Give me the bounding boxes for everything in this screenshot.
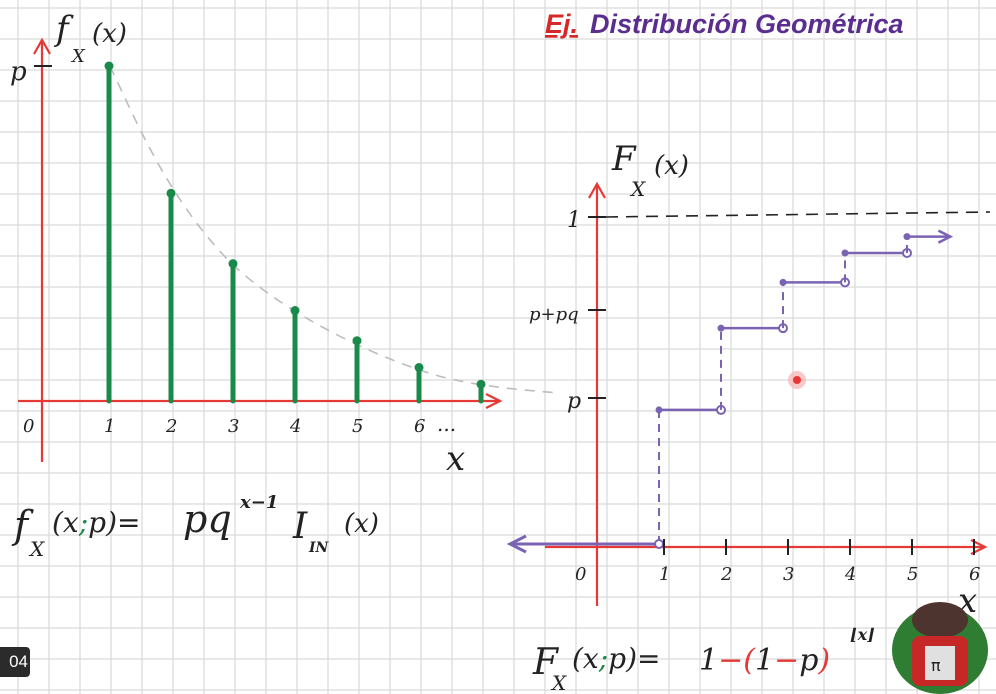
pmf-x-tick-label: 2 — [165, 416, 177, 437]
cdf-x-tick-label: 2 — [720, 564, 732, 585]
cdf-x-ticks: 0 1 2 3 4 5 6 — [575, 539, 980, 585]
pmf-y-arrow — [33, 37, 51, 55]
cdf-y-arrow — [588, 181, 606, 199]
pmf-formula-indicator-sub: IN — [308, 540, 330, 556]
cdf-x-tick-label: 6 — [969, 564, 980, 585]
pmf-formula-pq: pq — [183, 497, 232, 541]
cdf-y-tick-1: 1 — [567, 208, 581, 233]
pmf-formula-indicator: I — [292, 506, 308, 547]
university-crest-logo: π — [892, 602, 988, 694]
cdf-steps — [654, 229, 954, 549]
pmf-ellipsis: ... — [437, 412, 456, 436]
cdf-formula-rhs: 1−(1−p) — [699, 643, 830, 678]
cdf-formula-F: F — [532, 642, 560, 683]
cdf-y-label-sub: X — [629, 177, 646, 201]
pmf-formula-indicator-arg: (x) — [344, 509, 379, 539]
cdf-y-tick-p-pq: p+pq — [529, 304, 579, 325]
cdf-step-closed-point — [717, 324, 725, 332]
pmf-x-tick-label: 5 — [352, 416, 363, 437]
cdf-x-tick-label: 1 — [659, 564, 670, 585]
pointer-dot — [793, 376, 801, 384]
pmf-stem-head — [476, 379, 486, 389]
pmf-plot: p f X (x) 0 1 2 3 4 5 6 ... x — [10, 9, 561, 479]
cdf-x-tick-label: 5 — [907, 564, 918, 585]
pmf-x-tick-label: 0 — [23, 416, 34, 437]
cdf-x-tick-label: 4 — [844, 564, 856, 585]
cdf-step-closed-point — [841, 249, 849, 257]
cdf-formula-sub: X — [550, 671, 567, 694]
pmf-y-tick-p: p — [10, 57, 27, 87]
cdf-y-label-arg: (x) — [654, 151, 689, 181]
pmf-x-axis-label: x — [446, 439, 465, 479]
pmf-decay-curve — [109, 65, 561, 394]
pmf-x-tick-label: 4 — [289, 416, 301, 437]
video-timestamp: 04 — [0, 647, 30, 677]
cdf-right-arrow — [937, 229, 954, 244]
pmf-stems — [104, 61, 486, 404]
cdf-y-label: F — [611, 139, 637, 179]
cdf-x-tick-label: 0 — [575, 564, 586, 585]
cdf-x-tick-label: 3 — [783, 564, 794, 585]
cdf-formula: F X (x;p)= 1−(1−p) ⌊x⌋ — [532, 625, 875, 694]
pmf-stem-head — [414, 363, 424, 372]
title-prefix: Ej. — [545, 9, 578, 39]
cdf-step-closed-point — [779, 278, 787, 286]
pmf-x-arrow — [485, 393, 503, 409]
cdf-y-tick-p: p — [567, 389, 581, 414]
pmf-y-label-sub: X — [70, 46, 86, 67]
pmf-stem-head — [290, 306, 300, 316]
pmf-x-tick-label: 6 — [414, 416, 425, 437]
cdf-formula-args: (x;p)= — [572, 642, 660, 675]
pmf-stem-head — [228, 259, 238, 269]
pmf-stem-head — [352, 336, 362, 346]
pmf-stem-head — [166, 188, 176, 198]
pmf-x-tick-label: 1 — [104, 416, 115, 437]
cdf-x-arrow — [970, 539, 988, 555]
cdf-asymptote-line — [605, 211, 991, 218]
pmf-formula: f X (x;p)= pq x−1 I IN (x) — [11, 492, 379, 561]
pmf-x-tick-label: 3 — [228, 416, 239, 437]
pmf-formula-sub: X — [28, 537, 45, 561]
cdf-left-arrow — [506, 534, 527, 554]
pmf-formula-exp: x−1 — [239, 492, 278, 513]
pmf-x-ticks: 0 1 2 3 4 5 6 — [23, 416, 425, 437]
cdf-formula-exp: ⌊x⌋ — [850, 625, 875, 644]
svg-text:π: π — [931, 656, 941, 675]
pmf-y-label-arg: (x) — [92, 19, 127, 49]
title-main: Distribución Geométrica — [590, 9, 904, 39]
cdf-step-closed-point — [655, 406, 663, 414]
pmf-formula-args: (x;p)= — [52, 506, 140, 539]
pmf-stem-head — [104, 61, 114, 71]
cdf-step-closed-point — [903, 233, 911, 241]
cdf-zero-open-point — [654, 539, 664, 549]
pmf-y-label: f — [53, 9, 74, 49]
